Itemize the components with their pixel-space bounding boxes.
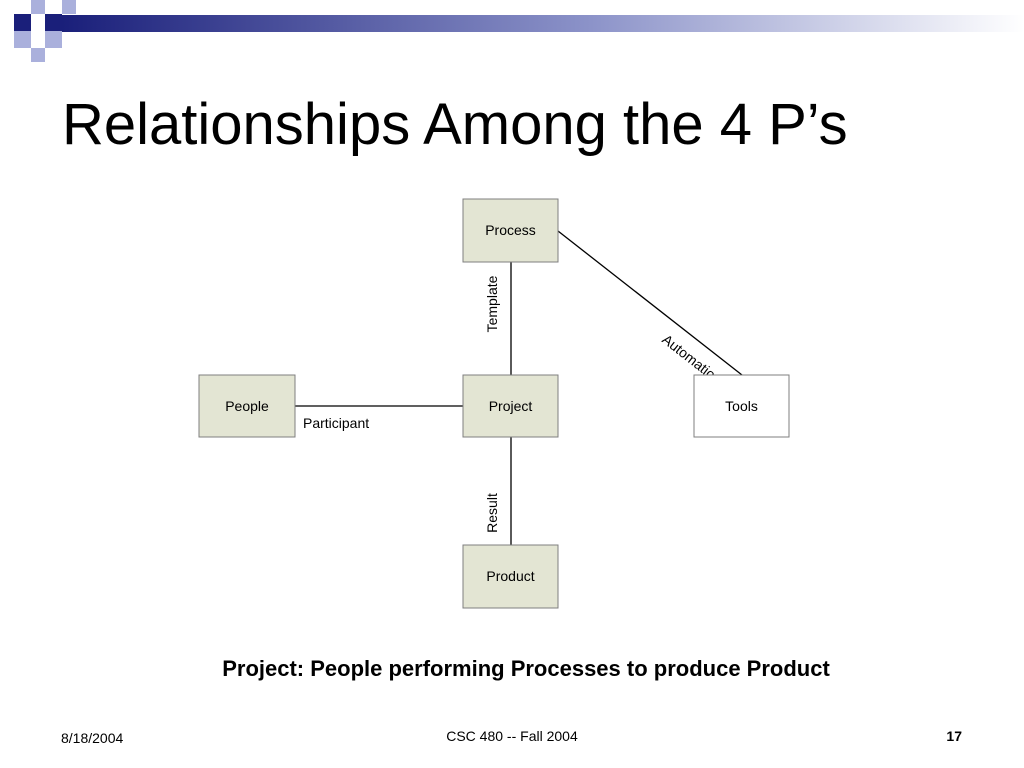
node-process-label: Process (485, 222, 536, 238)
node-product-box (462, 544, 559, 609)
node-product: Product (462, 544, 559, 609)
node-tools: Tools (693, 374, 790, 438)
node-project: Project (462, 374, 559, 438)
header-gradient-bar (62, 15, 1024, 32)
node-product-label: Product (486, 568, 534, 584)
edge-label-template: Template (484, 275, 500, 332)
node-people-label: People (225, 398, 269, 414)
node-project-box (462, 374, 559, 438)
footer-date: 8/18/2004 (61, 730, 124, 746)
node-process-box (462, 198, 559, 263)
slide-caption: Project: People performing Processes to … (222, 656, 830, 681)
deco-square (45, 31, 62, 48)
node-tools-box (693, 374, 790, 438)
edge-label-result: Result (484, 493, 500, 533)
deco-square (31, 48, 45, 62)
node-tools-label: Tools (725, 398, 758, 414)
footer-course: CSC 480 -- Fall 2004 (446, 728, 578, 744)
deco-square (31, 0, 45, 14)
deco-square (14, 31, 31, 48)
node-people-box (198, 374, 296, 438)
edge-label-participant: Participant (303, 415, 369, 431)
deco-square (62, 0, 76, 14)
deco-square (14, 14, 31, 31)
page-number: 17 (946, 728, 962, 744)
header-decoration (14, 0, 1024, 62)
node-process: Process (462, 198, 559, 263)
node-people: People (198, 374, 296, 438)
edge-process-tools (557, 230, 743, 376)
node-project-label: Project (489, 398, 533, 414)
deco-square (45, 14, 62, 31)
slide-title: Relationships Among the 4 P’s (62, 92, 848, 157)
